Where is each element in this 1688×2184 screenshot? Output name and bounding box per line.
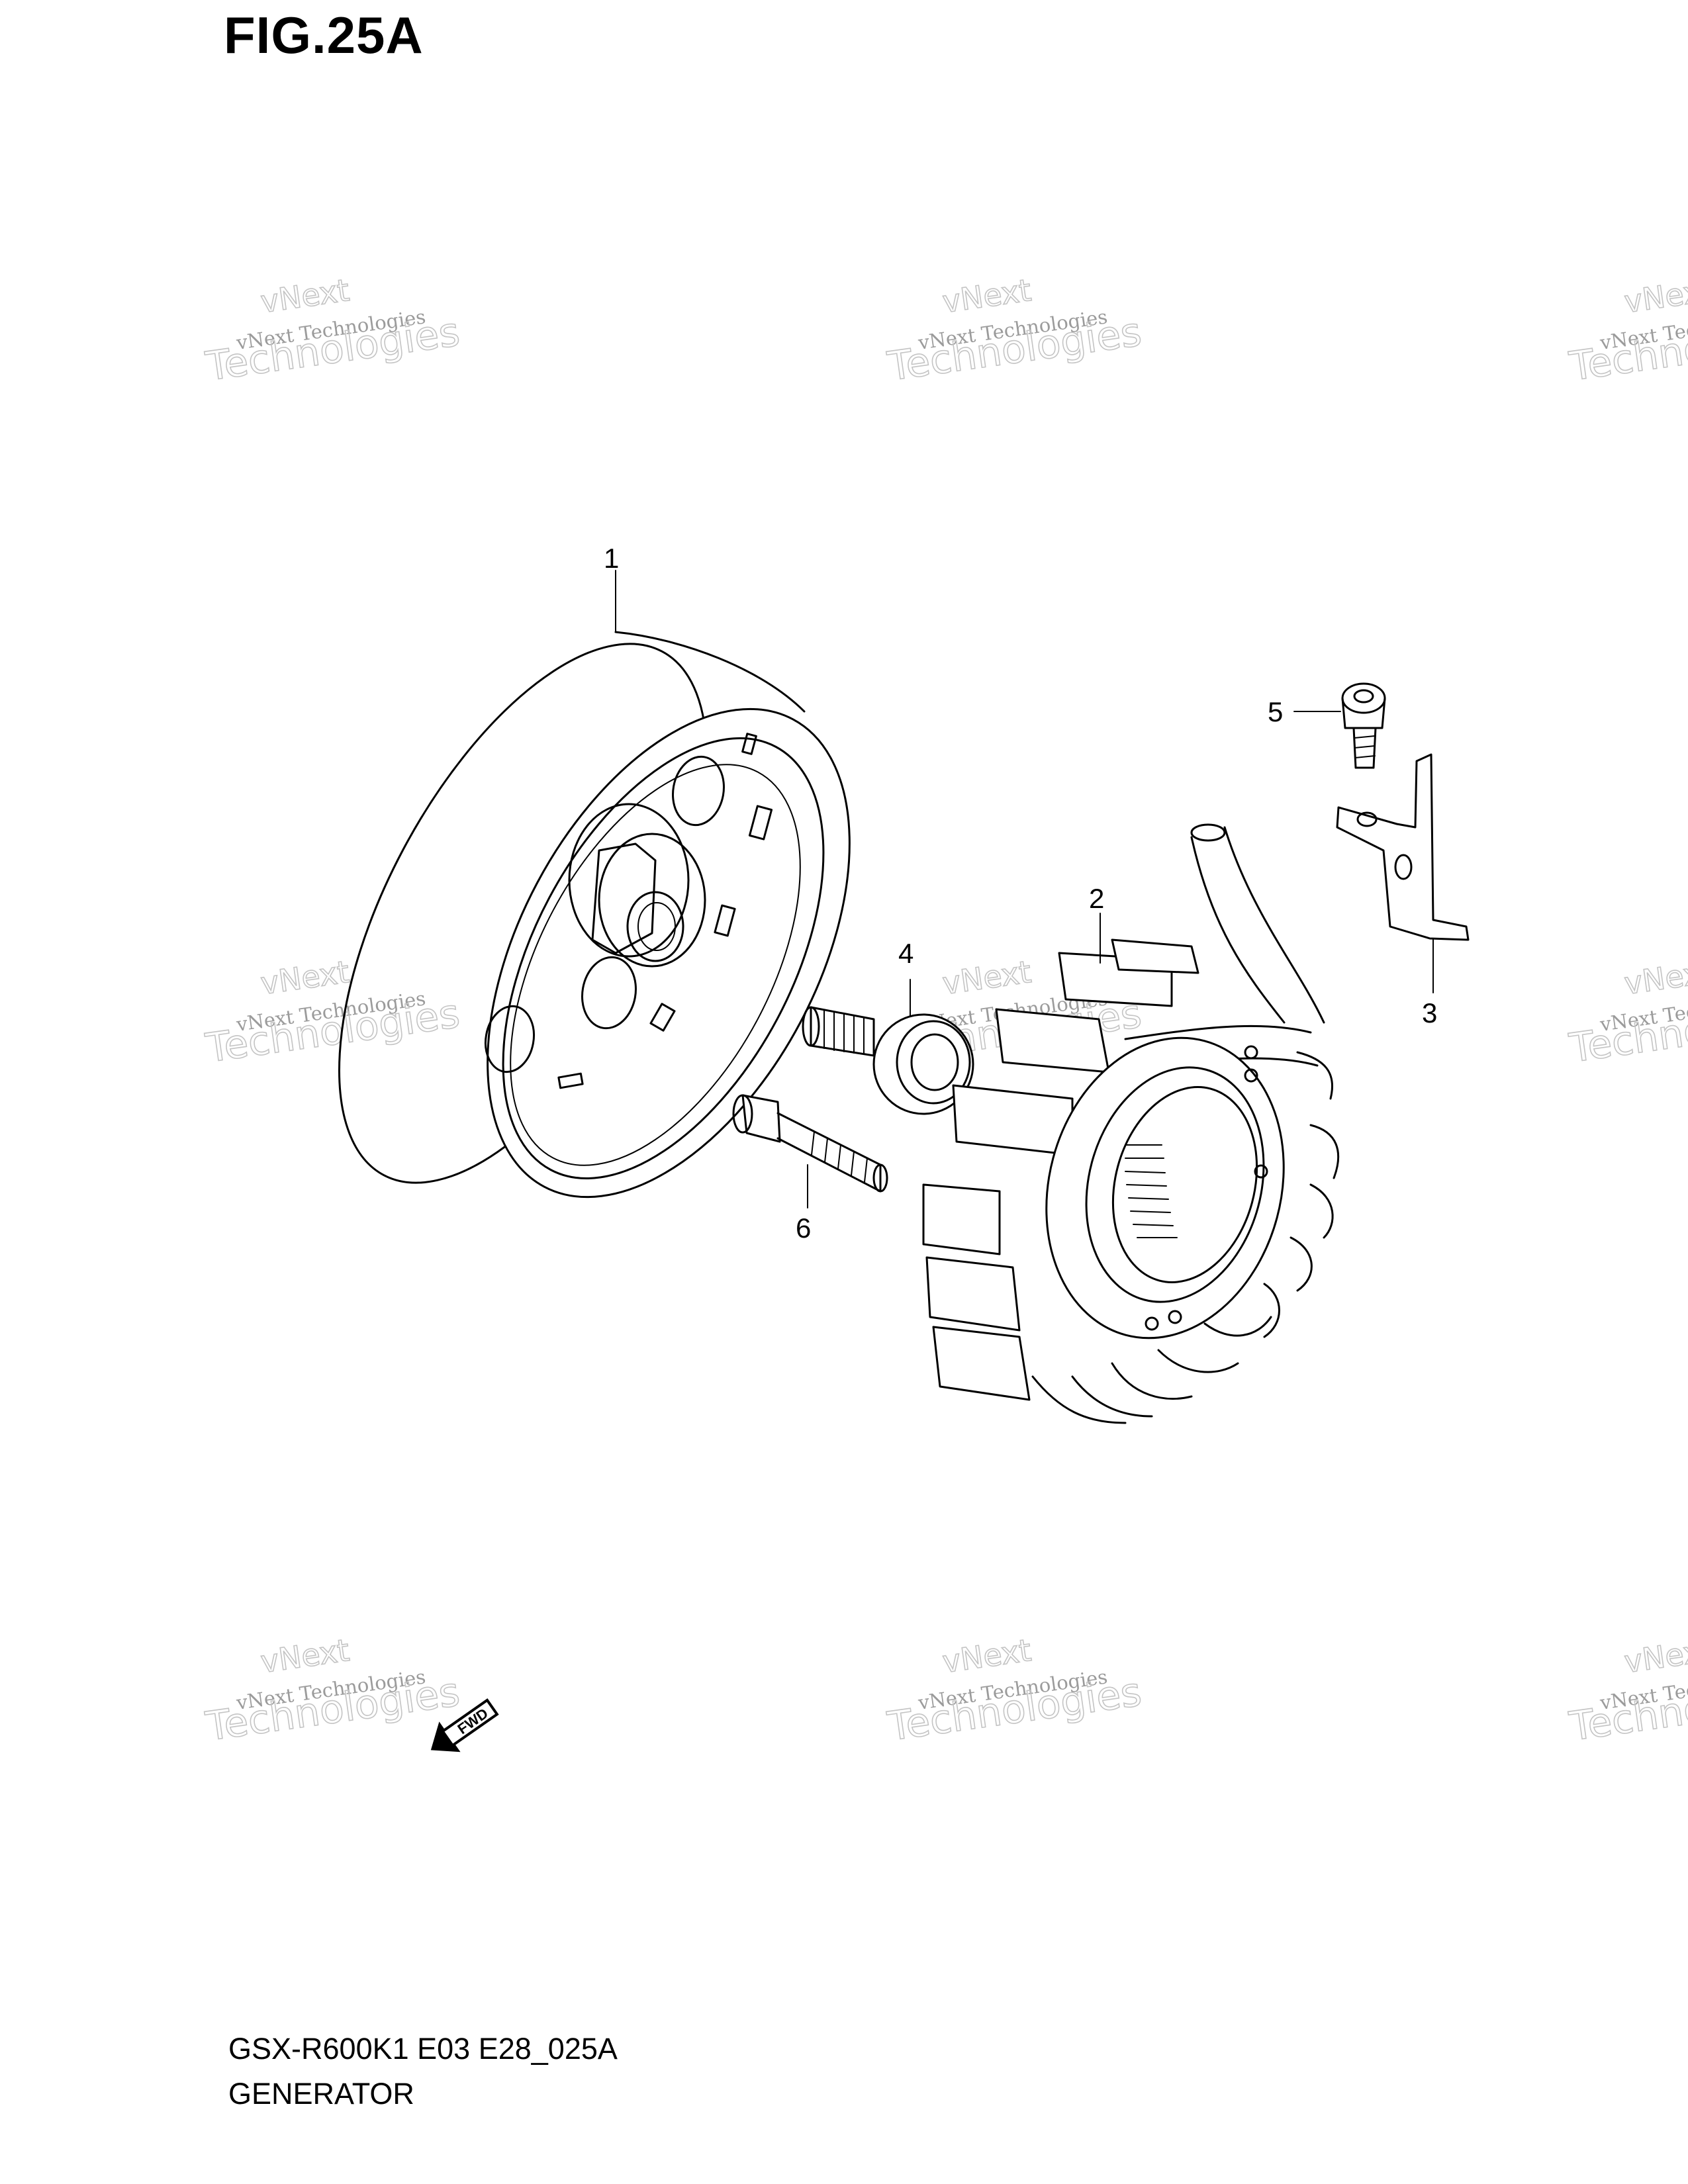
svg-text:vNext: vNext <box>258 954 352 1001</box>
watermark: vNext vNext Technologies Technologies <box>1566 271 1688 390</box>
callout-3: 3 <box>1422 997 1437 1028</box>
callout-1: 1 <box>604 543 619 574</box>
svg-text:vNext: vNext <box>940 954 1033 1001</box>
svg-text:vNext: vNext <box>1622 954 1688 1001</box>
svg-text:Technologies: Technologies <box>1566 991 1688 1072</box>
svg-text:Technologies: Technologies <box>1566 1669 1688 1751</box>
svg-text:Technologies: Technologies <box>1566 309 1688 390</box>
watermark: vNext vNext Technologies Technologies <box>884 1631 1145 1751</box>
part-6-bolt: 6 <box>732 1094 888 1244</box>
section-name: GENERATOR <box>228 2077 414 2111</box>
watermark-grid: vNext vNext Technologies Technologies vN… <box>202 271 1688 1751</box>
watermark: vNext vNext Technologies Technologies <box>1566 953 1688 1072</box>
watermark: vNext vNext Technologies Technologies <box>202 953 463 1072</box>
svg-text:vNext: vNext <box>258 1632 352 1680</box>
watermark: vNext vNext Technologies Technologies <box>202 271 463 390</box>
svg-text:vNext: vNext <box>258 272 352 320</box>
watermark: vNext vNext Technologies Technologies <box>884 271 1145 390</box>
watermark: vNext vNext Technologies Technologies <box>1566 1631 1688 1751</box>
callout-6: 6 <box>796 1212 811 1244</box>
part-5-screw: 5 <box>1268 682 1386 769</box>
svg-text:vNext: vNext <box>1622 1632 1688 1680</box>
part-1-rotor: 1 <box>338 543 851 1199</box>
figure-title: FIG.25A <box>224 6 424 64</box>
callout-2: 2 <box>1089 883 1104 914</box>
svg-text:vNext: vNext <box>940 1632 1033 1680</box>
part-4-bolt-washer: 4 <box>802 938 974 1115</box>
part-2-stator: 2 <box>922 823 1340 1424</box>
callout-5: 5 <box>1268 696 1283 727</box>
part-3-bracket: 3 <box>1336 753 1470 1028</box>
model-code: GSX-R600K1 E03 E28_025A <box>228 2032 618 2066</box>
watermark: vNext vNext Technologies Technologies <box>202 1631 463 1751</box>
callout-4: 4 <box>898 938 914 969</box>
svg-text:vNext: vNext <box>1622 272 1688 320</box>
svg-text:vNext: vNext <box>940 272 1033 320</box>
